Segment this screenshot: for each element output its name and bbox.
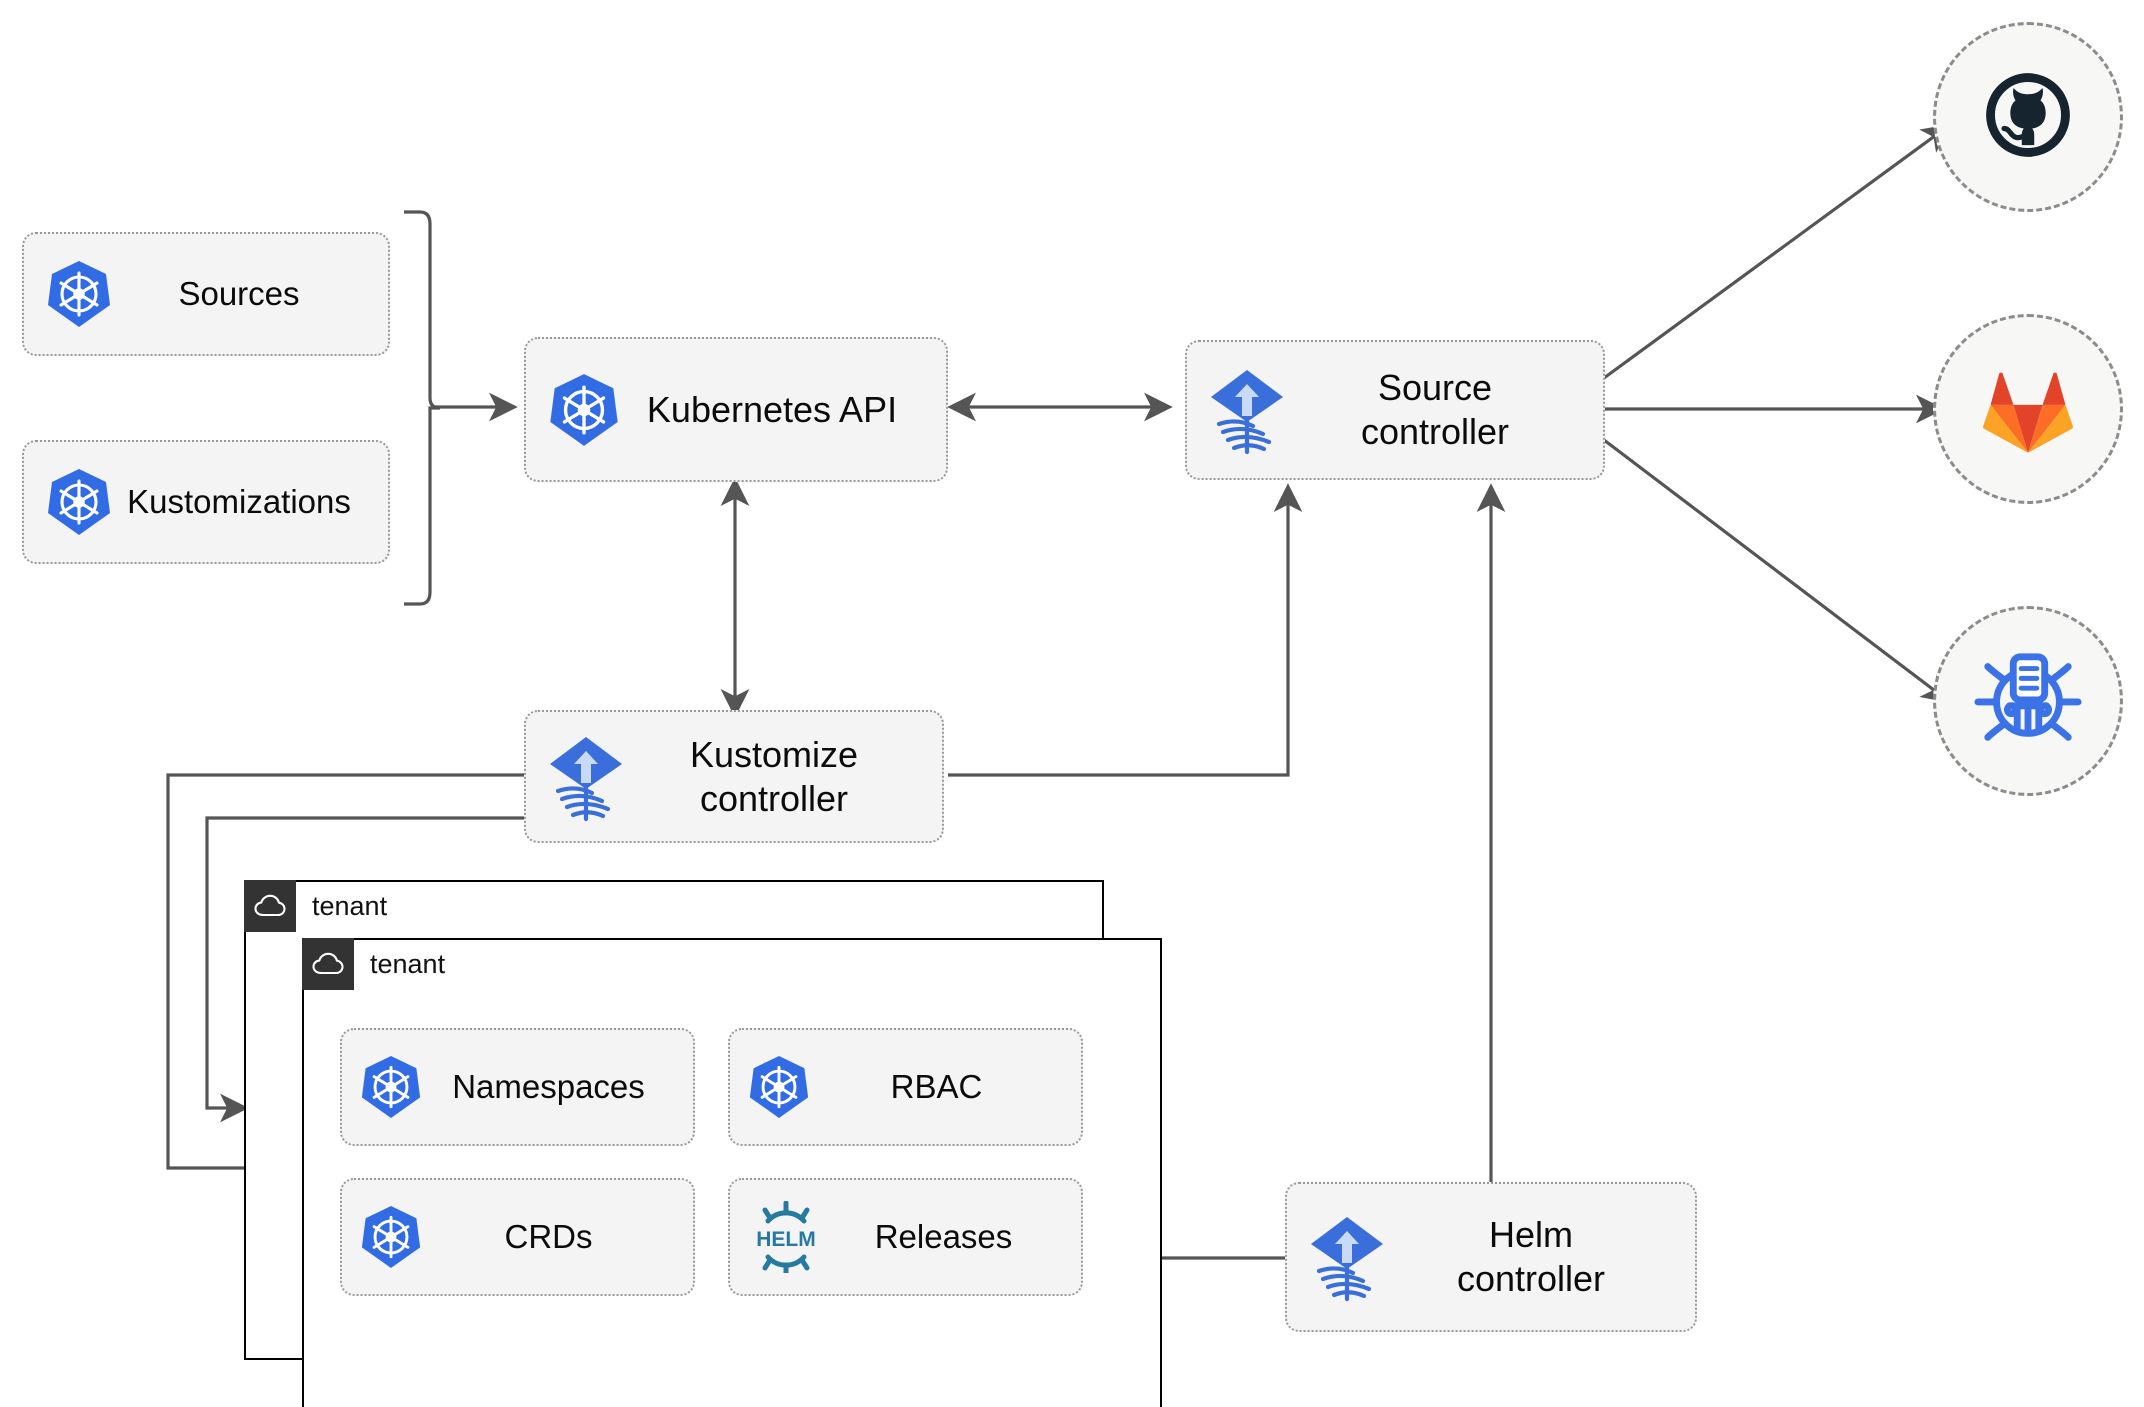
node-kustomize-controller[interactable]: Kustomize controller — [524, 710, 944, 843]
kubernetes-icon — [360, 1204, 422, 1270]
node-label: Kubernetes API — [646, 388, 898, 430]
kubernetes-icon — [748, 1054, 810, 1120]
github-icon — [1976, 63, 2080, 172]
cloud-icon — [302, 938, 354, 990]
kubernetes-icon — [46, 467, 112, 537]
provider-github[interactable] — [1933, 22, 2123, 212]
node-rbac[interactable]: RBAC — [728, 1028, 1083, 1146]
node-source-controller[interactable]: Source controller — [1185, 340, 1605, 480]
kubernetes-icon — [360, 1054, 422, 1120]
node-label: Namespaces — [452, 1067, 645, 1105]
cloud-icon — [244, 880, 296, 932]
helm-repository-icon — [1974, 645, 2082, 758]
flux-icon — [546, 731, 626, 823]
node-label: Kustomizations — [127, 482, 351, 520]
svg-text:HELM: HELM — [756, 1228, 816, 1251]
node-releases[interactable]: HELM Releases — [728, 1178, 1083, 1296]
node-label: Sources — [178, 274, 300, 312]
node-label: Kustomize controller — [689, 733, 859, 819]
node-crds[interactable]: CRDs — [340, 1178, 695, 1296]
node-helm-controller[interactable]: Helm controller — [1285, 1182, 1697, 1332]
flux-icon — [1307, 1211, 1387, 1303]
node-label: Source controller — [1360, 367, 1510, 452]
tenant-container-inner — [302, 938, 1162, 1407]
node-label: Releases — [874, 1217, 1013, 1255]
node-kubernetes-api[interactable]: Kubernetes API — [524, 337, 948, 482]
gitlab-icon — [1976, 357, 2080, 462]
node-label: RBAC — [890, 1067, 983, 1105]
helm-icon: HELM — [748, 1201, 824, 1273]
node-namespaces[interactable]: Namespaces — [340, 1028, 695, 1146]
provider-helm-repository[interactable] — [1933, 606, 2123, 796]
kubernetes-icon — [46, 259, 112, 329]
node-label: CRDs — [504, 1217, 593, 1255]
provider-gitlab[interactable] — [1933, 314, 2123, 504]
node-kustomizations[interactable]: Kustomizations — [22, 440, 390, 564]
tenant-label: tenant — [370, 948, 446, 979]
node-sources[interactable]: Sources — [22, 232, 390, 356]
node-label: Helm controller — [1456, 1214, 1606, 1299]
tenant-label: tenant — [312, 890, 388, 921]
kubernetes-icon — [548, 372, 620, 448]
tenant-header-inner: tenant — [302, 938, 445, 990]
tenant-header-outer: tenant — [244, 880, 387, 932]
flux-icon — [1207, 364, 1287, 456]
